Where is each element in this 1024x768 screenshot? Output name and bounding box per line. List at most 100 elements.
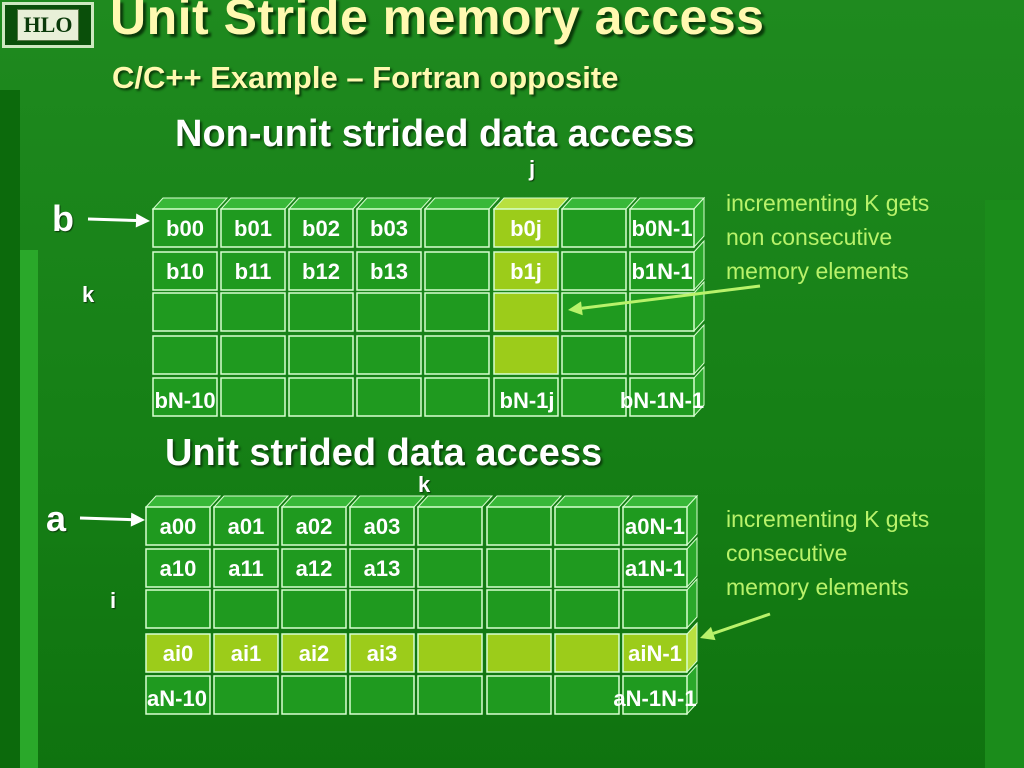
b-cell-r2-c0 — [152, 292, 218, 332]
a-cell-r1-c7-side — [686, 536, 698, 589]
non-unit-note-arrow-head — [568, 301, 583, 316]
unit-note-line-1: incrementing K gets — [726, 506, 930, 532]
b-label-r0-c5: b0j — [510, 216, 542, 241]
b-pointer-arrow-head — [135, 213, 150, 228]
a-cell-r2-c7-side — [686, 577, 698, 630]
b-cell-r0-c1 — [220, 208, 286, 248]
a-cell-r4-c4 — [417, 675, 483, 715]
b-cell-r1-c6 — [561, 251, 627, 291]
b-cell-r4-c4 — [424, 377, 490, 417]
b-label-r1-c1: b11 — [235, 259, 272, 284]
a-label-r0-c3: a03 — [364, 514, 401, 539]
slide-subtitle: C/C++ Example – Fortran opposite — [112, 60, 619, 95]
non-unit-row-index: k — [82, 282, 95, 307]
a-label-r0-c7: a0N-1 — [625, 514, 685, 539]
a-cell-r0-c2 — [281, 506, 347, 546]
b-cell-r0-c3 — [356, 208, 422, 248]
unit-array-label: a — [46, 498, 67, 539]
non-unit-col-index: j — [529, 156, 536, 181]
a-cell-r0-c0 — [145, 506, 211, 546]
a-cell-r4-c5 — [486, 675, 552, 715]
b-cell-r1-c1 — [220, 251, 286, 291]
b-label-r1-c5: b1j — [510, 259, 542, 284]
non-unit-note-arrow — [568, 284, 761, 316]
a-label-r3-c7: aiN-1 — [628, 641, 682, 666]
unit-note-line-3: memory elements — [726, 574, 909, 600]
a-cell-r1-c1 — [213, 548, 279, 588]
b-bottom-label-last: bN-1N-1 — [620, 388, 704, 413]
a-cell-r0-c4-top — [416, 495, 494, 508]
b-cell-r3-c4 — [424, 335, 490, 375]
a-label-r0-c0: a00 — [160, 514, 197, 539]
a-label-r3-c3: ai3 — [367, 641, 398, 666]
b-cell-r3-c0 — [152, 335, 218, 375]
a-cell-r1-c3 — [349, 548, 415, 588]
b-cell-r4-c5 — [493, 377, 559, 417]
a-cell-r4-c7 — [622, 675, 688, 715]
unit-row-index: i — [110, 588, 117, 613]
non-unit-note: incrementing K gets non consecutive memo… — [726, 186, 929, 288]
a-bottom-label-last: aN-1N-1 — [613, 686, 696, 711]
b-cell-r2-c6 — [561, 292, 627, 332]
a-cell-r2-c0 — [145, 589, 211, 629]
a-label-r3-c0: ai0 — [163, 641, 194, 666]
b-bottom-label-middle: bN-1j — [500, 388, 555, 413]
b-cell-r4-c6 — [561, 377, 627, 417]
b-cell-r1-c5 — [493, 251, 559, 291]
a-cell-r2-c5 — [486, 589, 552, 629]
b-cell-r0-c7-top — [628, 197, 706, 210]
a-cell-r4-c2 — [281, 675, 347, 715]
a-label-r1-c0: a10 — [160, 556, 197, 581]
a-cell-r1-c6 — [554, 548, 620, 588]
unit-note-arrow-shaft — [712, 612, 771, 635]
a-cell-r0-c3 — [349, 506, 415, 546]
b-cell-r1-c3 — [356, 251, 422, 291]
a-cell-r0-c4 — [417, 506, 483, 546]
a-cell-r0-c6-top — [553, 495, 631, 508]
a-cell-r3-c5 — [486, 633, 552, 673]
non-unit-note-line-3: memory elements — [726, 258, 909, 284]
b-pointer-arrow-shaft — [87, 217, 137, 223]
a-cell-r1-c7 — [622, 548, 688, 588]
b-label-r0-c7: b0N-1 — [631, 216, 692, 241]
b-bottom-label-first: bN-10 — [154, 388, 215, 413]
b-cell-r3-c7 — [629, 335, 695, 375]
a-cell-r0-c7 — [622, 506, 688, 546]
a-pointer-arrow — [79, 512, 145, 527]
a-label-r0-c2: a02 — [296, 514, 333, 539]
b-cell-r3-c5 — [493, 335, 559, 375]
b-cell-r4-c0 — [152, 377, 218, 417]
b-cell-r1-c0 — [152, 251, 218, 291]
a-cell-r1-c2 — [281, 548, 347, 588]
b-cell-r2-c5 — [493, 292, 559, 332]
a-cell-r0-c0-top — [144, 495, 222, 508]
b-cell-r2-c4 — [424, 292, 490, 332]
a-cell-r3-c6 — [554, 633, 620, 673]
b-cell-r1-c7-side — [693, 239, 705, 292]
a-cell-r1-c5 — [486, 548, 552, 588]
a-cell-r0-c7-top — [621, 495, 699, 508]
b-cell-r0-c5-top — [492, 197, 570, 210]
a-bottom-label-first: aN-10 — [147, 686, 207, 711]
a-cell-r4-c0 — [145, 675, 211, 715]
b-cell-r0-c3-top — [355, 197, 433, 210]
a-cell-r0-c1 — [213, 506, 279, 546]
b-cell-r2-c1 — [220, 292, 286, 332]
background-stripe-left — [0, 90, 20, 768]
a-pointer-arrow-shaft — [79, 516, 132, 522]
a-cell-r3-c0 — [145, 633, 211, 673]
b-pointer-arrow — [87, 213, 150, 228]
b-cell-r0-c6 — [561, 208, 627, 248]
non-unit-note-line-1: incrementing K gets — [726, 190, 930, 216]
b-cell-r3-c6 — [561, 335, 627, 375]
non-unit-heading: Non-unit strided data access — [175, 113, 695, 155]
b-label-r0-c1: b01 — [234, 216, 272, 241]
b-label-r1-c3: b13 — [370, 259, 408, 284]
a-cell-r2-c3 — [349, 589, 415, 629]
b-label-r0-c3: b03 — [370, 216, 408, 241]
b-label-r0-c0: b00 — [166, 216, 204, 241]
a-label-r1-c3: a13 — [364, 556, 401, 581]
b-cell-r0-c0-top — [151, 197, 229, 210]
non-unit-note-line-2: non consecutive — [726, 224, 893, 250]
